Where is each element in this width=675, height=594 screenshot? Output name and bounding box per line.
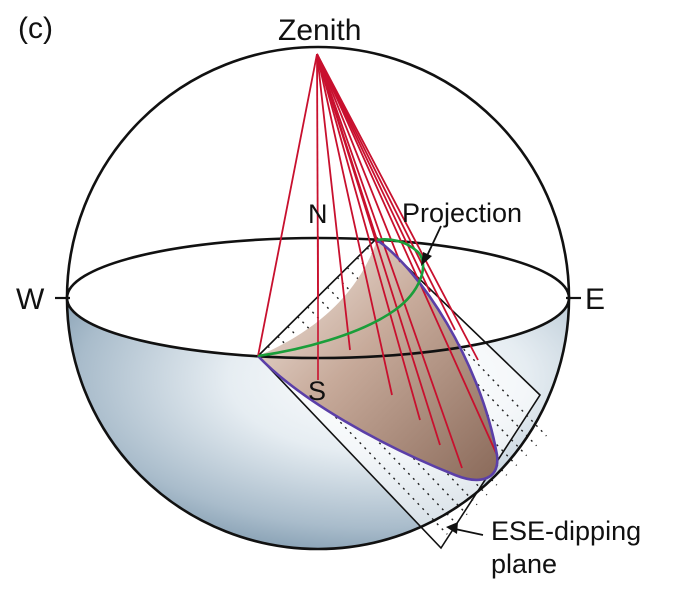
zenith-ray (316, 53, 498, 456)
projection-arrow (421, 225, 442, 266)
plane-great-circle (257, 238, 499, 482)
zenith-ray (316, 53, 463, 469)
zenith-ray (316, 53, 401, 263)
plane-label-line1: ESE-dipping (491, 516, 641, 546)
zenith-ray (316, 53, 456, 331)
zenith-ray (316, 53, 319, 299)
zenith-rays (257, 53, 498, 469)
zenith-ray (316, 53, 351, 351)
south-label: S (308, 376, 326, 406)
plane-arrow (446, 522, 484, 536)
north-label: N (308, 199, 328, 229)
zenith-ray (316, 53, 393, 396)
east-label: E (585, 283, 605, 316)
plane-label-line2: plane (491, 549, 557, 579)
west-label: W (16, 283, 45, 316)
zenith-label: Zenith (278, 14, 361, 47)
panel-label: (c) (18, 12, 53, 45)
zenith-ray (316, 53, 479, 361)
zenith-ray (316, 53, 441, 446)
projection-label: Projection (402, 198, 522, 228)
zenith-ray (257, 53, 318, 357)
projection-curve (257, 238, 425, 358)
zenith-ray (316, 53, 421, 421)
projection-cone-surface (258, 240, 498, 480)
